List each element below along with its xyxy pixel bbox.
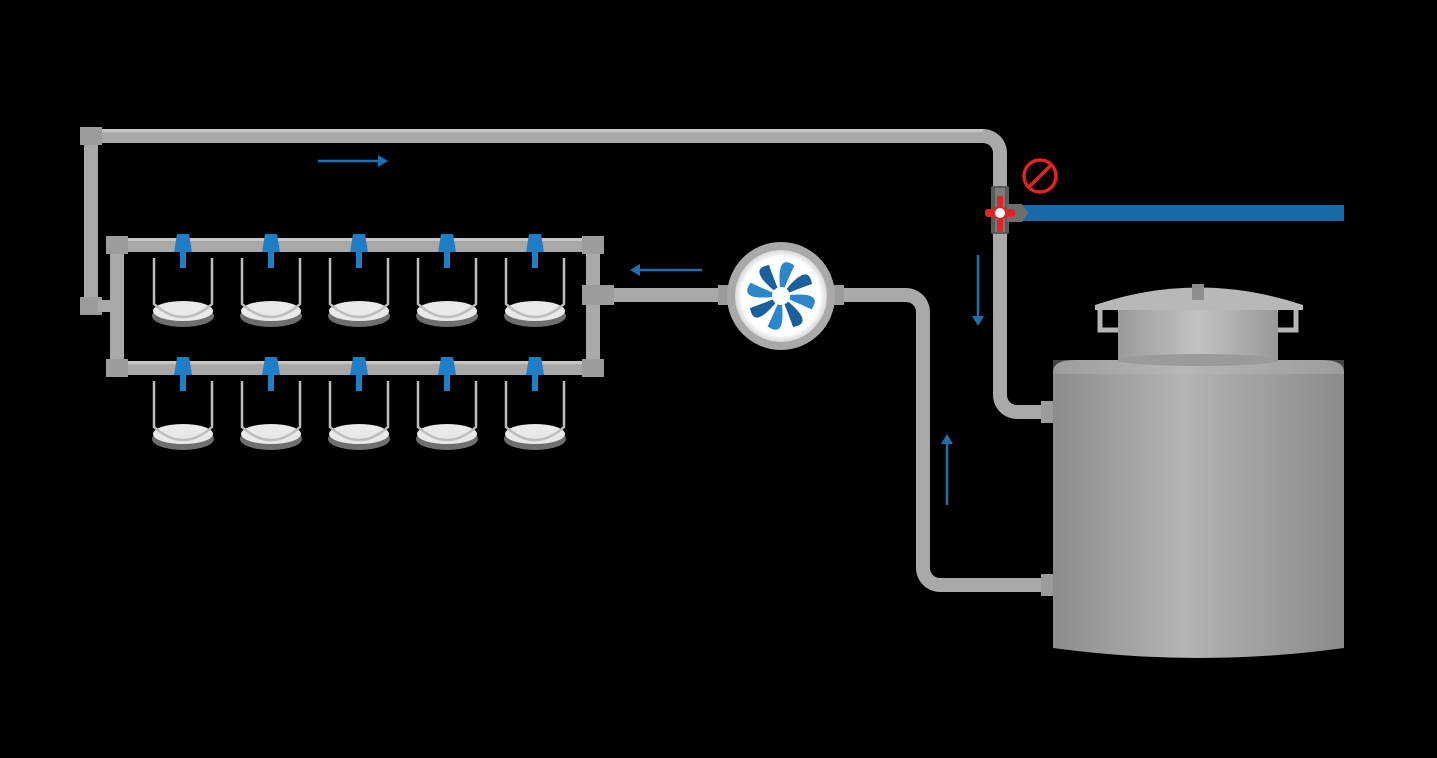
pump-blade xyxy=(750,296,781,318)
pump-blade xyxy=(781,296,803,327)
pump-inlet-pipe xyxy=(832,285,1053,596)
drinker-cup xyxy=(240,234,302,327)
drinker-cup xyxy=(328,234,390,327)
nozzle-icon xyxy=(174,234,192,252)
storage-tank xyxy=(1053,284,1344,658)
pump-outlet-pipe xyxy=(600,285,730,305)
no-entry-icon xyxy=(1022,158,1058,194)
drinker-cup xyxy=(240,357,302,450)
drinker-cup xyxy=(416,357,478,450)
nozzle-icon xyxy=(526,357,544,375)
drinker-cup xyxy=(416,234,478,327)
nozzle-icon xyxy=(350,357,368,375)
supply-line xyxy=(1018,205,1344,221)
ball-valve-icon[interactable] xyxy=(985,186,1028,234)
nozzle-icon xyxy=(438,357,456,375)
flow-arrow-right xyxy=(318,155,388,167)
drinker-cup xyxy=(504,357,566,450)
drinker-cup xyxy=(152,234,214,327)
flow-arrow-down xyxy=(972,255,984,326)
circulation-pump-icon[interactable] xyxy=(727,242,835,350)
nozzle-icon xyxy=(526,234,544,252)
flow-arrow-left xyxy=(630,264,702,276)
nozzle-icon xyxy=(438,234,456,252)
drinker-cup xyxy=(152,357,214,450)
pump-blade xyxy=(759,265,781,296)
nozzle-icon xyxy=(350,234,368,252)
nozzle-icon xyxy=(262,234,280,252)
return-pipe xyxy=(80,127,1007,315)
flow-arrow-up xyxy=(941,434,953,505)
drinker-cup xyxy=(328,357,390,450)
pump-blade xyxy=(781,274,812,296)
drinker-cup xyxy=(504,234,566,327)
nozzle-icon xyxy=(262,357,280,375)
drinker-group xyxy=(152,234,566,450)
nozzle-icon xyxy=(174,357,192,375)
